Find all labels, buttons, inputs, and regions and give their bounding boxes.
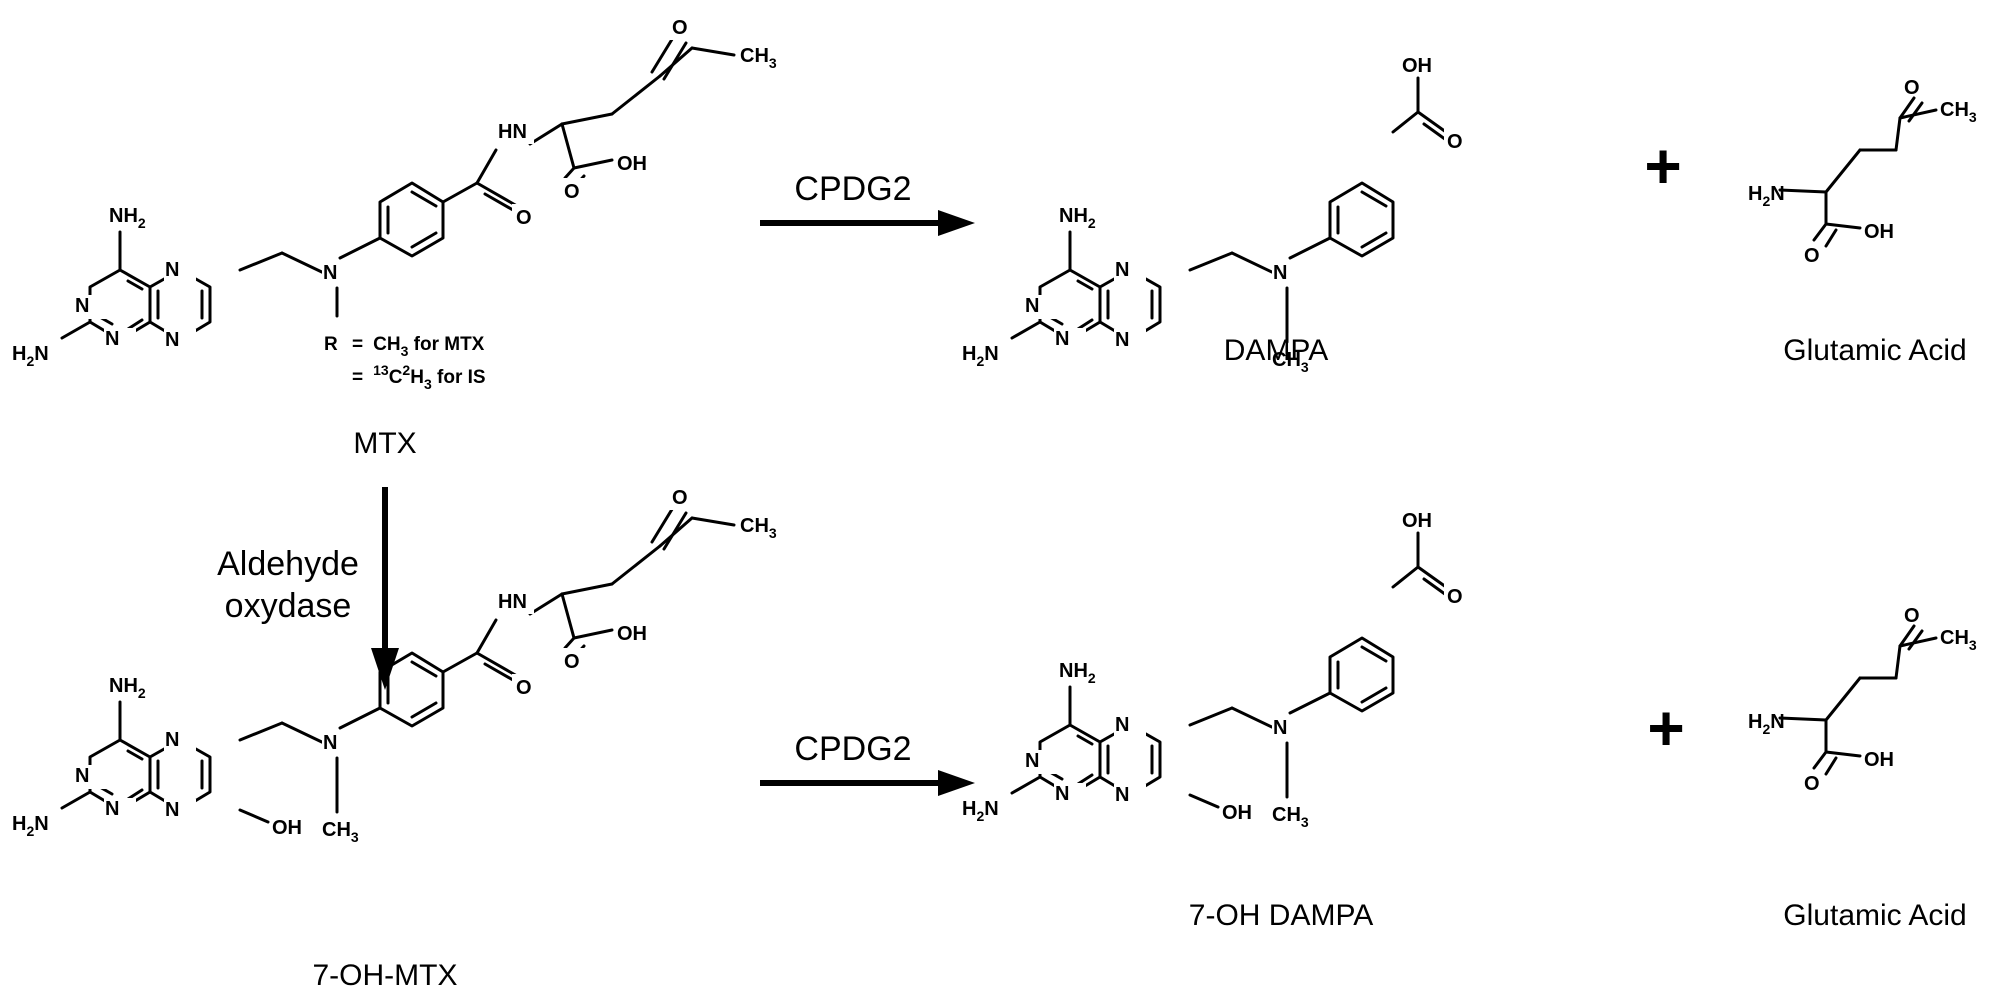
enzyme-line1: Aldehyde	[217, 545, 359, 583]
enzyme-cpdg2-bottom: CPDG2	[794, 730, 911, 768]
glutamic-acid-structure-top	[1746, 75, 1979, 269]
plus-top: +	[1644, 130, 1681, 202]
r-note-line1: =CH3 for MTX	[352, 334, 485, 359]
arrow-top-head	[938, 210, 975, 236]
label-dampa: DAMPA	[1224, 334, 1328, 367]
glutamic-acid-structure-bottom	[1746, 603, 1979, 797]
arrow-bottom-head	[938, 770, 975, 796]
mtx-structure: R =CH3 for MTX =13C2H3 for IS	[10, 12, 779, 392]
dampa-structure	[960, 53, 1472, 377]
enzyme-cpdg2-top: CPDG2	[794, 170, 911, 208]
r-group: R	[324, 334, 338, 355]
label-7-oh-dampa: 7-OH DAMPA	[1189, 899, 1373, 932]
label-7-oh-mtx: 7-OH-MTX	[313, 959, 458, 992]
label-glutamic-acid-bottom: Glutamic Acid	[1783, 899, 1966, 932]
oh-dampa-structure	[960, 508, 1472, 832]
oh-mtx-structure	[10, 482, 779, 847]
label-mtx: MTX	[353, 427, 416, 460]
label-glutamic-acid-top: Glutamic Acid	[1783, 334, 1966, 367]
enzyme-line2: oxydase	[225, 587, 352, 625]
plus-bottom: +	[1647, 692, 1684, 764]
r-note-line2: =13C2H3 for IS	[352, 362, 486, 392]
